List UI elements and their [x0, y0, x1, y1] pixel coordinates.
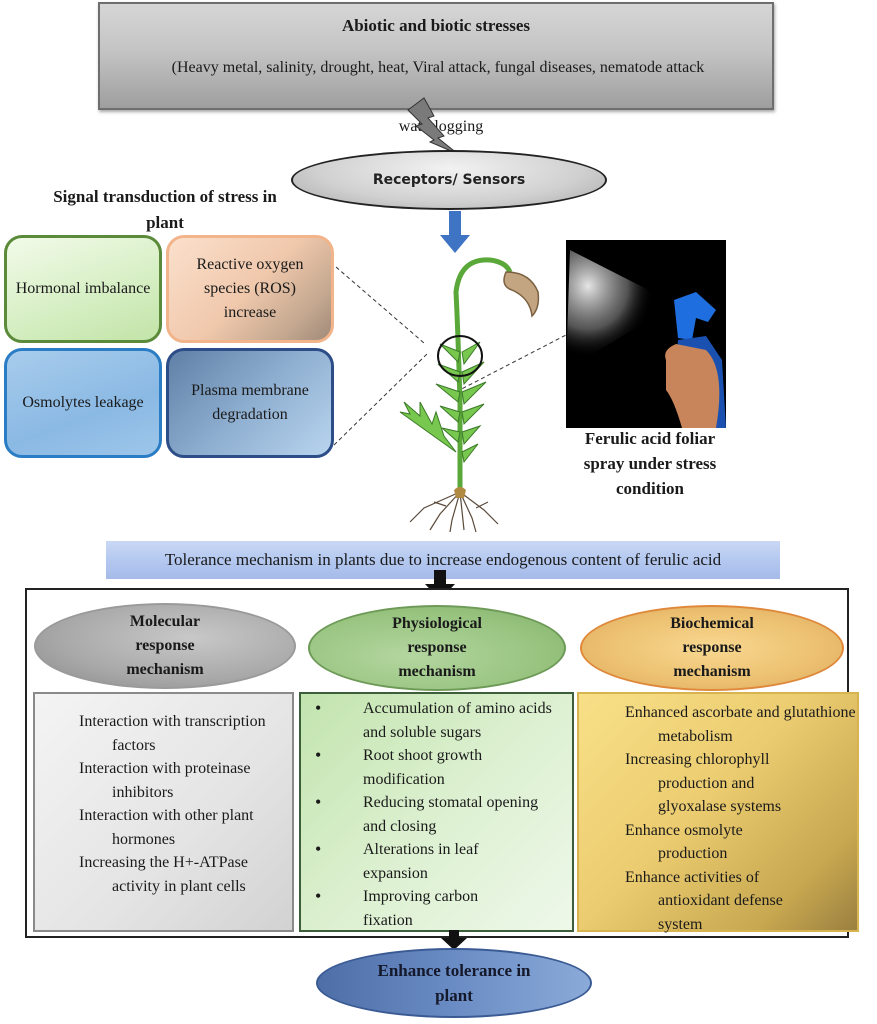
physiological-mechanism-ellipse: Physiological response mechanism: [308, 605, 566, 691]
molecular-mechanism-ellipse: Molecular response mechanism: [34, 603, 296, 689]
list-item: Increasing chlorophyll production and gl…: [625, 751, 782, 815]
list-item: Enhance osmolyte production: [625, 821, 743, 863]
signal-box-ros-increase: Reactive oxygen species (ROS) increase: [166, 235, 334, 343]
tolerance-banner-text: Tolerance mechanism in plants due to inc…: [164, 550, 722, 569]
signal-box-label: Osmolytes leakage: [22, 394, 144, 411]
spray-nozzle: [674, 292, 716, 340]
list-item: Increasing the H+-ATPase activity in pla…: [79, 854, 248, 895]
list-item: Alterations in leaf expansion: [301, 838, 572, 885]
physiological-mechanism-panel: Accumulation of amino acids and soluble …: [299, 692, 574, 932]
physiological-items-list: Accumulation of amino acids and soluble …: [301, 697, 572, 932]
outcome-label: Enhance tolerance in plant: [377, 961, 531, 1005]
outcome-ellipse: Enhance tolerance in plant: [316, 948, 592, 1018]
molecular-mechanism-panel: Interaction with transcription factors I…: [33, 692, 294, 932]
dashed-line-upper: [335, 266, 425, 344]
signal-box-label: Hormonal imbalance: [15, 280, 151, 297]
list-item: Improving carbon fixation: [301, 885, 572, 932]
down-arrow-icon: [441, 930, 467, 950]
biochemical-mechanism-panel: Enhanced ascorbate and glutathione metab…: [577, 692, 859, 933]
list-item: Enhanced ascorbate and glutathione metab…: [625, 704, 856, 745]
highlight-circle: [437, 335, 483, 377]
biochemical-items-list: Enhanced ascorbate and glutathione metab…: [625, 701, 857, 936]
dashed-connector-lines: [333, 266, 567, 446]
signal-box-osmolytes-leakage: Osmolytes leakage: [4, 348, 162, 458]
list-item: Accumulation of amino acids and soluble …: [301, 697, 572, 744]
dashed-line-lower: [333, 352, 429, 446]
stress-title: Abiotic and biotic stresses: [341, 16, 531, 35]
mechanism-title: Physiological response mechanism: [392, 615, 482, 680]
signal-box-label: Plasma membrane degradation: [191, 382, 309, 423]
signal-transduction-title: Signal transduction of stress in plant: [53, 187, 277, 232]
mechanism-title: Biochemical response mechanism: [670, 615, 754, 680]
list-item: Root shoot growth modification: [301, 744, 572, 791]
list-item: Interaction with transcription factors: [79, 713, 266, 754]
molecular-items-list: Interaction with transcription factors I…: [79, 710, 292, 898]
down-arrow-icon: [425, 570, 455, 600]
plant-seedling-icon: [399, 257, 540, 533]
mechanism-title: Molecular response mechanism: [126, 613, 204, 678]
lightning-bolt-icon: [407, 97, 459, 155]
dashed-line-right: [449, 334, 567, 396]
stress-box: Abiotic and biotic stresses (Heavy metal…: [98, 2, 774, 110]
spray-bottle-photo: [566, 240, 726, 428]
list-item: Enhance activities of antioxidant defens…: [625, 868, 783, 933]
signal-box-hormonal-imbalance: Hormonal imbalance: [4, 235, 162, 343]
spray-mist-icon: [566, 250, 726, 428]
spray-caption: Ferulic acid foliar spray under stress c…: [583, 429, 717, 498]
down-arrow-icon: [440, 211, 470, 253]
list-item: Interaction with other plant hormones: [79, 807, 254, 848]
stress-list: (Heavy metal, salinity, drought, heat, V…: [171, 59, 705, 76]
hand: [665, 344, 720, 428]
list-item: Reducing stomatal opening and closing: [301, 791, 572, 838]
signal-box-plasma-membrane-degradation: Plasma membrane degradation: [166, 348, 334, 458]
receptors-sensors-ellipse: Receptors/ Sensors: [291, 150, 607, 210]
list-item: Interaction with proteinase inhibitors: [79, 760, 251, 801]
signal-box-label: Reactive oxygen species (ROS) increase: [196, 256, 304, 321]
receptors-label: Receptors/ Sensors: [372, 172, 526, 188]
biochemical-mechanism-ellipse: Biochemical response mechanism: [580, 605, 844, 691]
